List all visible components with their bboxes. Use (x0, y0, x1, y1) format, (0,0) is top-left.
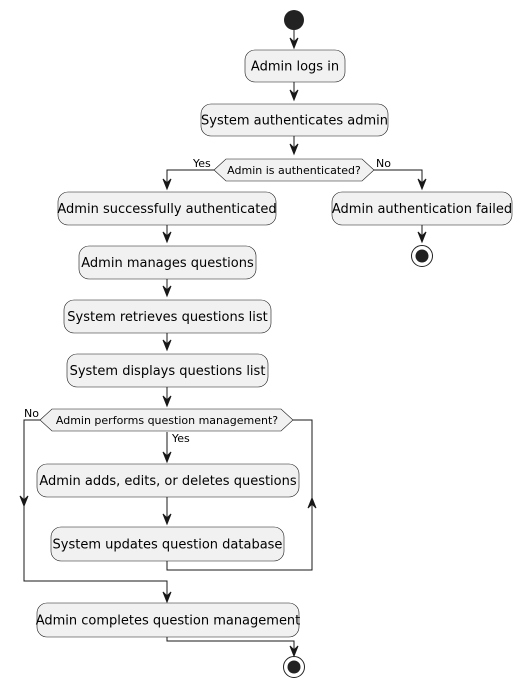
decision-performs-management: Admin performs question management? (39, 408, 294, 432)
svg-text:Admin performs question manage: Admin performs question management? (56, 414, 278, 427)
action-manages-questions: Admin manages questions (78, 245, 257, 280)
action-system-authenticates: System authenticates admin (200, 103, 389, 137)
action-auth-failed: Admin authentication failed (331, 191, 513, 226)
svg-text:System updates question databa: System updates question database (53, 538, 283, 553)
start-node (284, 10, 304, 30)
branch-label-auth-yes: Yes (192, 157, 211, 170)
svg-text:System displays questions list: System displays questions list (70, 364, 266, 379)
decision-is-authenticated: Admin is authenticated? (213, 158, 375, 182)
svg-text:Admin manages questions: Admin manages questions (81, 256, 254, 271)
action-admin-logs-in: Admin logs in (244, 49, 346, 83)
svg-text:Admin successfully authenticat: Admin successfully authenticated (57, 202, 276, 217)
arrowheads (19, 37, 427, 658)
svg-text:Admin adds, edits, or deletes: Admin adds, edits, or deletes questions (39, 474, 297, 489)
svg-text:Admin is authenticated?: Admin is authenticated? (227, 164, 361, 177)
action-adds-edits-deletes: Admin adds, edits, or deletes questions (36, 463, 300, 498)
svg-text:Admin logs in: Admin logs in (251, 60, 339, 75)
action-updates-database: System updates question database (50, 526, 285, 562)
action-retrieves-list: System retrieves questions list (63, 299, 272, 334)
action-displays-list: System displays questions list (66, 353, 269, 388)
edges (23, 30, 423, 654)
svg-text:Admin completes question manag: Admin completes question management (36, 614, 301, 629)
svg-text:System retrieves questions lis: System retrieves questions list (67, 310, 267, 325)
action-completes-management: Admin completes question management (36, 602, 301, 638)
branch-label-loop-yes: Yes (171, 432, 190, 445)
end-node-final (283, 656, 305, 678)
svg-text:Admin authentication failed: Admin authentication failed (332, 202, 512, 217)
branch-label-auth-no: No (376, 157, 391, 170)
svg-text:System authenticates admin: System authenticates admin (201, 114, 388, 129)
action-auth-success: Admin successfully authenticated (57, 191, 277, 226)
end-node-auth-failed (411, 245, 433, 267)
branch-label-loop-no: No (24, 407, 39, 420)
